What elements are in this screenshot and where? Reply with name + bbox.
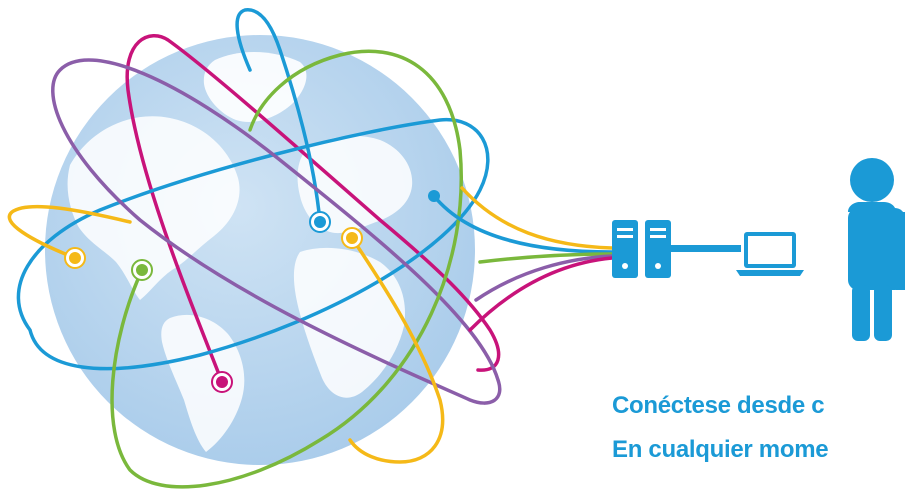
orbit-green xyxy=(110,49,463,489)
globe-icon xyxy=(45,35,475,465)
link-green xyxy=(478,252,614,264)
orbit-magenta xyxy=(125,34,501,384)
greenland-shape xyxy=(203,51,307,123)
orbit-yellow xyxy=(7,204,132,260)
laptop-icon xyxy=(736,232,804,276)
orbit-yellow-right xyxy=(348,236,445,464)
orbit-blue-top xyxy=(235,8,322,224)
link-yellow xyxy=(460,186,614,250)
link-purple xyxy=(474,254,614,302)
person-icon xyxy=(848,158,905,341)
orbit-lines xyxy=(7,8,614,489)
africa-shape xyxy=(293,247,405,398)
marker-blue-dot-icon xyxy=(428,190,440,202)
marker-green-icon xyxy=(131,259,153,281)
north-america-shape xyxy=(67,116,240,300)
server-rack-icon xyxy=(612,220,741,278)
marker-blue-icon xyxy=(309,211,331,233)
link-magenta xyxy=(468,256,614,332)
marker-yellow-europe-icon xyxy=(341,227,363,249)
marker-magenta-icon xyxy=(211,371,233,393)
orbit-blue-big xyxy=(16,118,490,371)
marker-yellow-west-icon xyxy=(64,247,86,269)
caption-line-2: En cualquier mome xyxy=(612,436,829,463)
link-blue xyxy=(432,194,614,254)
caption-line-1: Conéctese desde c xyxy=(612,392,825,419)
orbit-purple xyxy=(51,58,502,405)
europe-shape xyxy=(297,135,413,234)
location-markers xyxy=(64,190,440,393)
